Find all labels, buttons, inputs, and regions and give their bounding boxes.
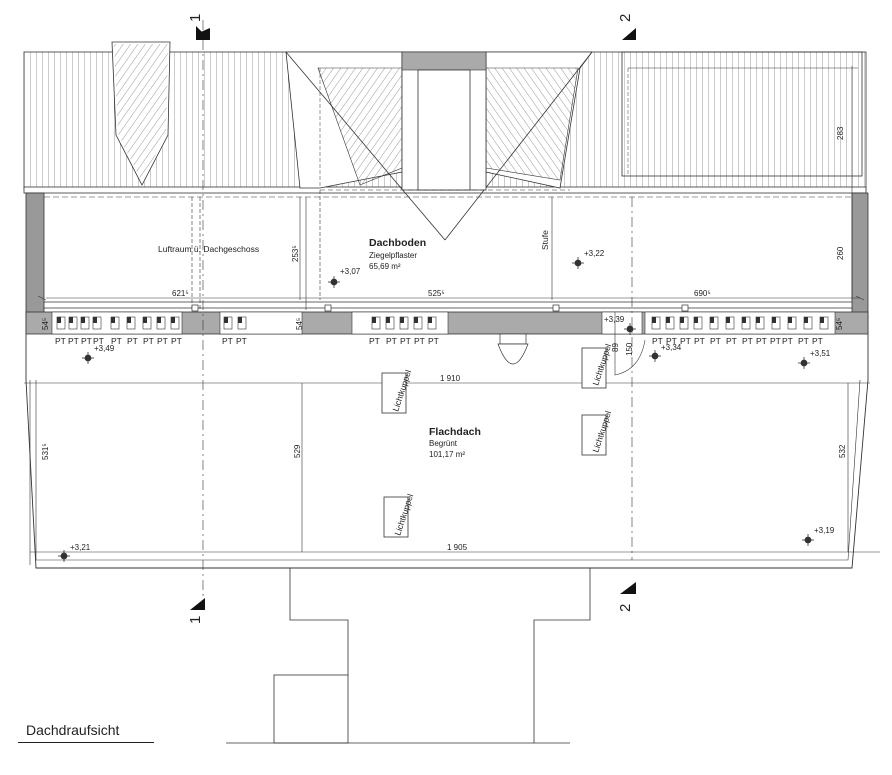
- section-marker-1-bottom: 1: [187, 598, 205, 624]
- svg-text:253⁵: 253⁵: [291, 245, 300, 262]
- svg-text:PT: PT: [93, 336, 104, 346]
- vent-slots: [56, 316, 829, 330]
- svg-text:PT: PT: [236, 336, 247, 346]
- svg-text:1: 1: [187, 616, 204, 624]
- elevation-markers: +3,07 +3,22 +3,39 +3,49 +3,34 +3,51 +3,2…: [58, 249, 835, 562]
- svg-text:PT: PT: [386, 336, 397, 346]
- svg-text:PT: PT: [171, 336, 182, 346]
- svg-text:PT: PT: [666, 336, 677, 346]
- pitched-roof: [23, 41, 867, 241]
- svg-text:PT: PT: [68, 336, 79, 346]
- svg-text:PT: PT: [710, 336, 721, 346]
- svg-text:PT: PT: [742, 336, 753, 346]
- pt-labels: PT PT PT PT PT PT PT PT PT PT PT PT PT P…: [55, 336, 823, 346]
- svg-text:PT: PT: [157, 336, 168, 346]
- svg-text:+3,34: +3,34: [661, 343, 682, 352]
- svg-text:1: 1: [187, 14, 204, 22]
- svg-text:2: 2: [617, 604, 634, 612]
- flachdach-finish: Begrünt: [429, 439, 458, 448]
- svg-text:PT: PT: [111, 336, 122, 346]
- svg-text:PT: PT: [55, 336, 66, 346]
- svg-text:PT: PT: [756, 336, 767, 346]
- svg-text:PT: PT: [400, 336, 411, 346]
- svg-text:PT: PT: [127, 336, 138, 346]
- dachboden-area: 65,69 m²: [369, 262, 401, 271]
- svg-text:54⁵: 54⁵: [295, 318, 304, 330]
- svg-text:531⁵: 531⁵: [41, 443, 50, 460]
- svg-text:54⁵: 54⁵: [835, 318, 844, 330]
- dimension-texts: 283 253⁵ 260 621⁵ 525⁵ 690⁵ 54⁵ 54⁵ 54⁵ …: [41, 126, 847, 552]
- skylight-2: [581, 347, 607, 389]
- svg-text:150: 150: [625, 342, 634, 356]
- section-marker-1-top: 1: [187, 14, 210, 40]
- skylight-4: [383, 496, 409, 538]
- svg-text:+3,21: +3,21: [70, 543, 91, 552]
- svg-text:+3,19: +3,19: [814, 526, 835, 535]
- svg-text:1 910: 1 910: [440, 374, 461, 383]
- svg-text:+3,49: +3,49: [94, 344, 115, 353]
- svg-text:+3,51: +3,51: [810, 349, 831, 358]
- svg-text:PT: PT: [143, 336, 154, 346]
- svg-text:+3,39: +3,39: [604, 315, 625, 324]
- svg-text:PT: PT: [414, 336, 425, 346]
- svg-text:+3,07: +3,07: [340, 267, 361, 276]
- svg-text:283: 283: [836, 126, 845, 140]
- flat-roof: [24, 312, 880, 744]
- dachboden-finish: Ziegelpflaster: [369, 251, 417, 260]
- skylight-3: [581, 414, 607, 456]
- dachboden-name: Dachboden: [369, 237, 426, 249]
- svg-text:PT: PT: [812, 336, 823, 346]
- svg-text:621⁵: 621⁵: [172, 289, 189, 298]
- svg-text:PT: PT: [798, 336, 809, 346]
- skylight-1: [381, 372, 407, 414]
- svg-text:260: 260: [836, 246, 845, 260]
- svg-text:+3,22: +3,22: [584, 249, 605, 258]
- svg-text:PT: PT: [770, 336, 781, 346]
- svg-text:89: 89: [611, 343, 620, 352]
- svg-text:PT: PT: [782, 336, 793, 346]
- svg-text:PT: PT: [81, 336, 92, 346]
- dimension-lines: [29, 66, 865, 565]
- flachdach-name: Flachdach: [429, 426, 481, 438]
- svg-text:1 905: 1 905: [447, 543, 468, 552]
- section-marker-2-top: 2: [617, 14, 636, 40]
- section-marker-2-bottom: 2: [617, 582, 636, 612]
- flachdach-area: 101,17 m²: [429, 450, 465, 459]
- svg-text:532: 532: [838, 444, 847, 458]
- svg-text:529: 529: [293, 444, 302, 458]
- svg-text:54⁵: 54⁵: [41, 318, 50, 330]
- svg-text:PT: PT: [652, 336, 663, 346]
- svg-text:PT: PT: [428, 336, 439, 346]
- svg-text:2: 2: [617, 14, 634, 22]
- svg-text:525⁵: 525⁵: [428, 289, 445, 298]
- svg-text:PT: PT: [726, 336, 737, 346]
- skylights: Lichtkuppel Lichtkuppel Lichtkuppel Lich…: [381, 343, 613, 538]
- title-underline: [18, 742, 154, 743]
- page-title: Dachdraufsicht: [26, 722, 120, 738]
- svg-text:690⁵: 690⁵: [694, 289, 711, 298]
- svg-text:PT: PT: [694, 336, 705, 346]
- svg-text:PT: PT: [369, 336, 380, 346]
- svg-text:PT: PT: [680, 336, 691, 346]
- stufe-label: Stufe: [540, 230, 550, 250]
- svg-text:PT: PT: [222, 336, 233, 346]
- luftraum-label: Luftraum ü. Dachgeschoss: [158, 244, 259, 254]
